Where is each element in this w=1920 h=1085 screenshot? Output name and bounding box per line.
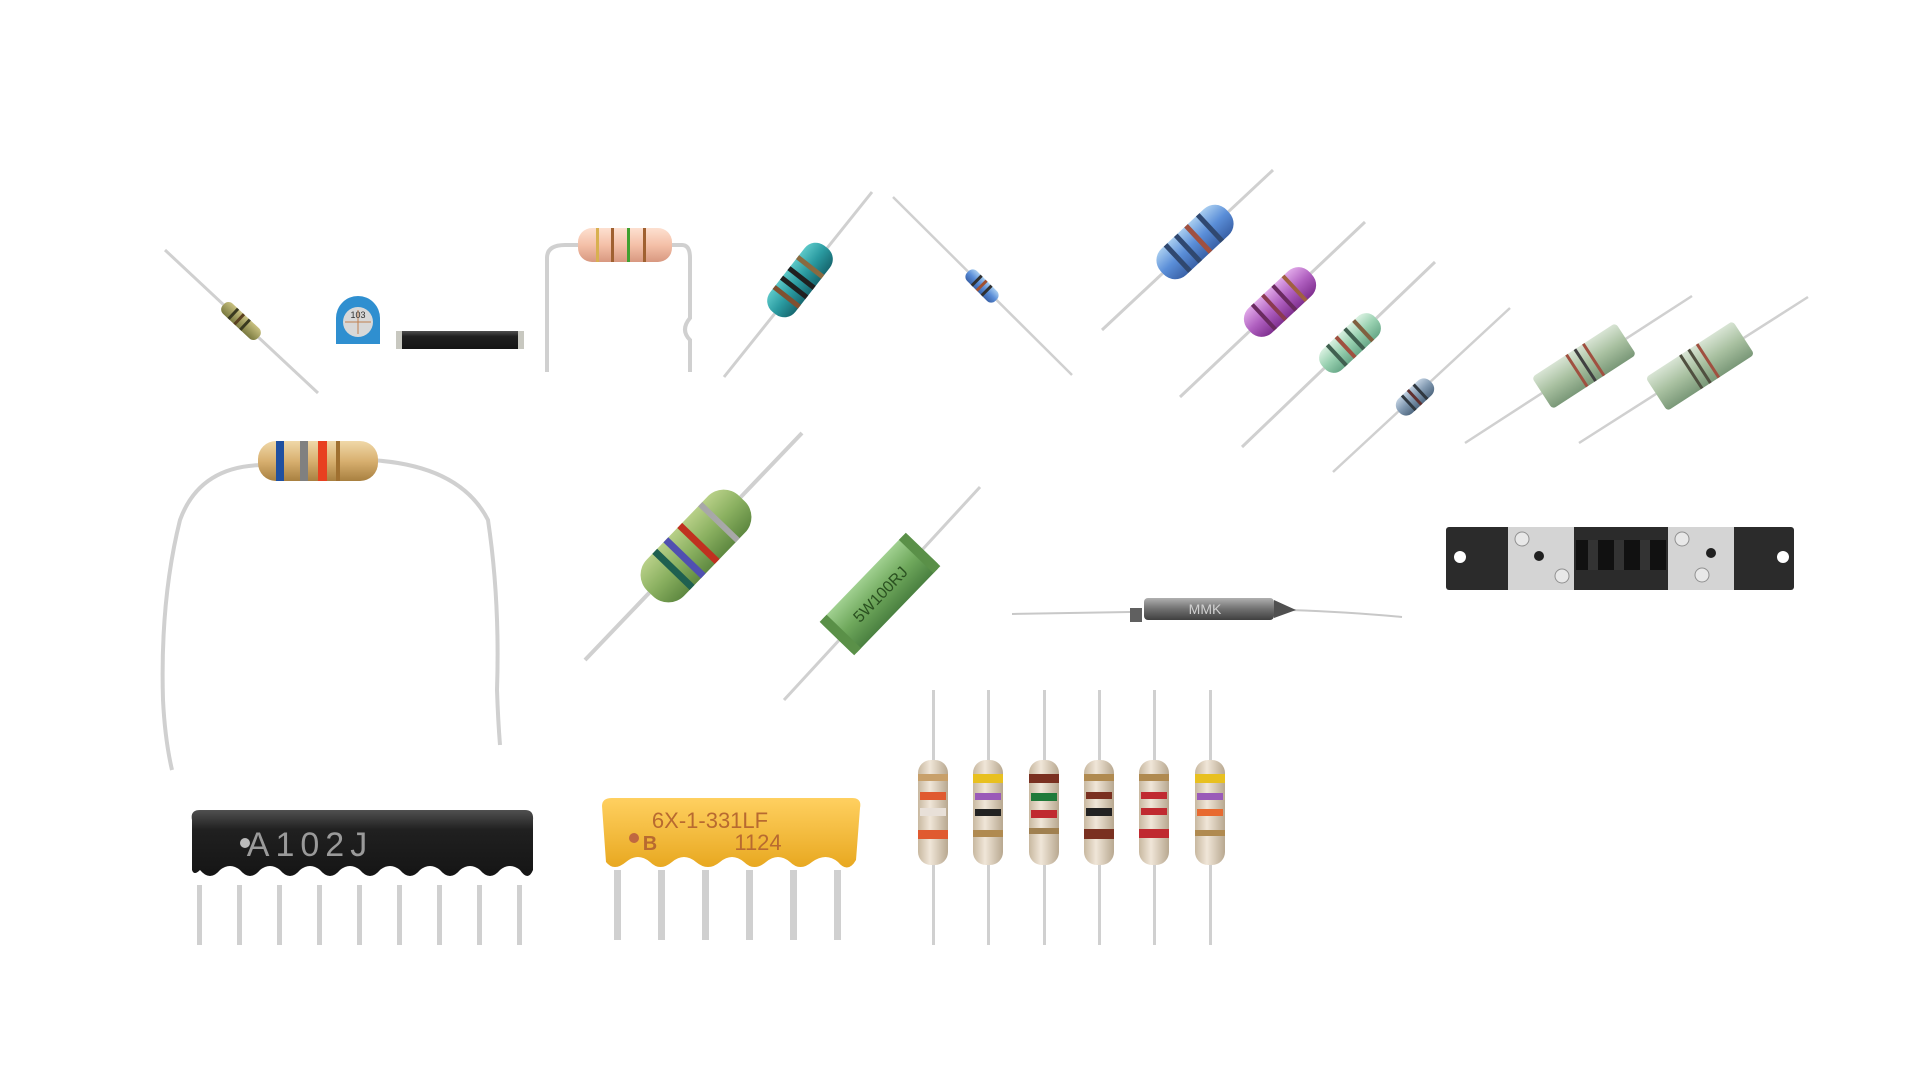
small-gray-blue-resistor	[1332, 307, 1511, 473]
black-cylinder-resistor	[396, 331, 524, 349]
yellow-sip-marking-line1: 6X-1-331LF	[652, 808, 768, 833]
trimmer-marking: 103	[350, 310, 365, 320]
shunt-resistor	[1446, 527, 1794, 590]
sip-pins	[197, 885, 522, 945]
yellow-sip-logo: B	[643, 833, 657, 855]
carbon-film-resistor-3	[1029, 690, 1059, 945]
yellow-sip-resistor-network: 6X-1-331LF B 1124	[602, 798, 861, 940]
sage-resistor-left	[1464, 294, 1693, 445]
yellow-sip-marking-line2: 1124	[734, 830, 781, 855]
carbon-film-resistor-1	[918, 690, 948, 945]
carbon-film-resistor-4	[1084, 690, 1114, 945]
wirewound-5w-resistor: 5W100RJ	[782, 485, 982, 702]
carbon-film-resistor-2	[973, 690, 1003, 945]
large-bent-resistor	[160, 441, 502, 771]
olive-power-resistor	[583, 431, 804, 662]
purple-resistor	[1178, 220, 1367, 399]
mint-resistor	[1240, 260, 1437, 449]
melf-marking: MMK	[1189, 601, 1222, 617]
pink-bent-lead-resistor	[545, 228, 692, 372]
teal-resistor	[722, 191, 874, 378]
melf-resistor: MMK	[1011, 598, 1403, 622]
black-sip-marking: A102J	[247, 826, 373, 864]
small-olive-resistor	[163, 248, 320, 395]
sage-resistor-right	[1578, 295, 1809, 445]
carbon-film-resistor-6	[1195, 690, 1225, 945]
black-sip-resistor-network: A102J	[191, 810, 534, 945]
sip-pins	[614, 870, 841, 940]
small-blue-resistor	[892, 196, 1073, 376]
trimmer-potentiometer: 103	[336, 296, 380, 344]
carbon-film-resistor-5	[1139, 690, 1169, 945]
large-blue-resistor	[1100, 168, 1275, 332]
carbon-film-resistor-row	[918, 690, 1225, 945]
